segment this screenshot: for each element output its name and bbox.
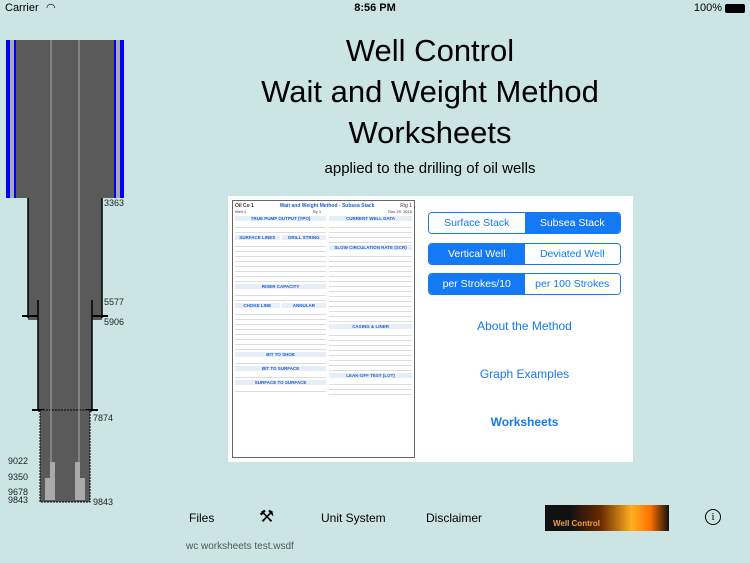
section-heading: DRILL STRING	[281, 235, 327, 240]
well-control-logo[interactable]: Well Control	[545, 505, 669, 531]
depth-label: 9678	[8, 487, 29, 497]
worksheet-heading: Wait and Weight Method - Subsea Stack	[279, 203, 375, 209]
date: Dec 29, 2015	[388, 209, 412, 214]
completed-by: By 1	[313, 209, 322, 214]
files-button[interactable]: Files	[189, 511, 215, 525]
well-type-selector[interactable]: Vertical Well Deviated Well	[428, 243, 621, 265]
section-heading: CASING & LINER	[329, 324, 412, 329]
battery-icon	[725, 4, 745, 13]
depth-label: 9843	[8, 495, 29, 505]
status-bar: Carrier ◠ 8:56 PM 100%	[0, 0, 750, 16]
section-heading: SLOW CIRCULATION RATE (SCR)	[329, 245, 412, 250]
well-diagram	[6, 40, 124, 503]
section-heading: TRUE PUMP OUTPUT (TPO)	[235, 216, 327, 221]
depth-label: 3363	[104, 198, 125, 208]
worksheet-panel: Oil Co 1 Wait and Weight Method - Subsea…	[228, 196, 633, 462]
per-100-strokes-option[interactable]: per 100 Strokes	[524, 274, 620, 294]
rig: Rig 1	[400, 203, 412, 209]
section-heading: BIT TO SURFACE	[235, 366, 327, 371]
section-heading: SURFACE LINES	[235, 235, 280, 240]
info-icon[interactable]: i	[705, 509, 721, 525]
section-heading: CURRENT WELL DATA	[329, 216, 412, 221]
subtitle: applied to the drilling of oil wells	[324, 160, 536, 177]
stack-type-selector[interactable]: Surface Stack Subsea Stack	[428, 212, 621, 234]
section-heading: CHOKE LINE	[235, 303, 280, 308]
subsea-stack-option[interactable]: Subsea Stack	[524, 213, 620, 233]
graph-examples-link[interactable]: Graph Examples	[479, 367, 570, 381]
section-heading: LEAK-OFF TEST (LOT)	[329, 373, 412, 378]
depth-label: 9843	[93, 497, 114, 507]
section-heading: RISER CAPACITY	[235, 284, 327, 289]
title-line: Wait and Weight Method	[261, 74, 599, 109]
wifi-icon: ◠	[46, 2, 56, 14]
section-heading: SURFACE TO SURFACE	[235, 380, 327, 385]
depth-label: 7874	[93, 413, 114, 423]
depth-label: 5577	[104, 297, 125, 307]
carrier: Carrier	[5, 2, 39, 14]
depth-label: 9022	[8, 456, 29, 466]
section-heading: ANNULAR	[281, 303, 327, 308]
battery-level: 100%	[693, 2, 722, 14]
disclaimer-button[interactable]: Disclaimer	[426, 511, 483, 525]
well: Well 1	[235, 209, 247, 214]
time: 8:56 PM	[354, 2, 396, 14]
wrench-screwdriver-icon[interactable]: ⚒	[259, 507, 275, 526]
worksheet-preview[interactable]: Oil Co 1 Wait and Weight Method - Subsea…	[232, 200, 415, 458]
title-line: Worksheets	[348, 115, 512, 150]
vertical-well-option[interactable]: Vertical Well	[429, 244, 525, 264]
depth-label: 9350	[8, 472, 29, 482]
per-strokes-10-option[interactable]: per Strokes/10	[429, 274, 525, 294]
worksheets-link[interactable]: Worksheets	[490, 415, 559, 429]
surface-stack-option[interactable]: Surface Stack	[429, 213, 525, 233]
deviated-well-option[interactable]: Deviated Well	[524, 244, 620, 264]
strokes-selector[interactable]: per Strokes/10 per 100 Strokes	[428, 273, 621, 295]
filename: wc worksheets test.wsdf	[186, 541, 294, 552]
section-heading: BIT TO SHOE	[235, 352, 327, 357]
unit-system-button[interactable]: Unit System	[321, 511, 386, 525]
company: Oil Co 1	[235, 203, 254, 209]
logo-text: Well Control	[553, 519, 600, 528]
title-line: Well Control	[345, 33, 515, 68]
depth-label: 5906	[104, 317, 125, 327]
about-method-link[interactable]: About the Method	[477, 319, 572, 333]
